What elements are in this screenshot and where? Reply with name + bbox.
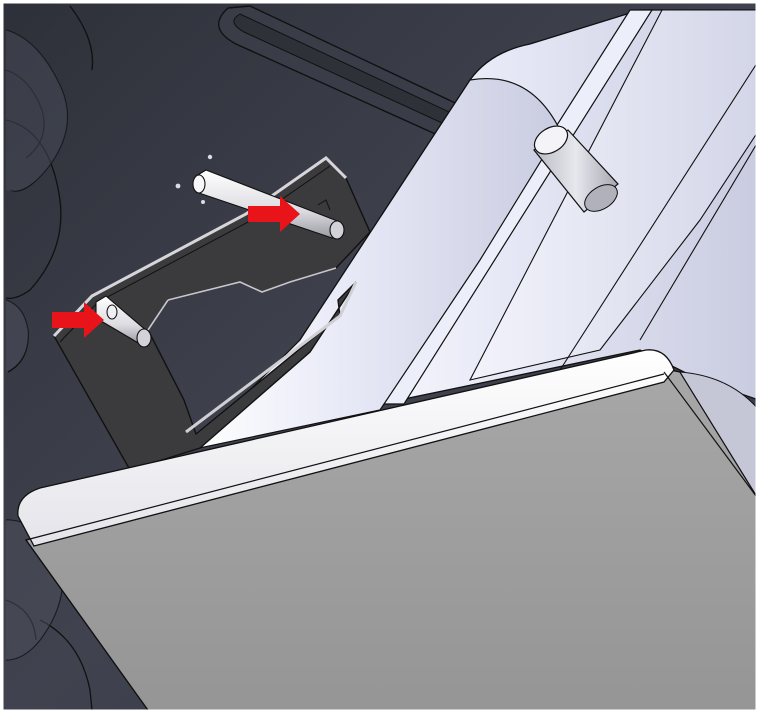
screw-marks bbox=[175, 154, 213, 204]
lower-roller bbox=[188, 78, 561, 452]
arrow-pin-left bbox=[52, 302, 104, 338]
arrow-pin-right bbox=[248, 196, 300, 232]
cover-plate bbox=[17, 349, 759, 713]
right-mounting-pin bbox=[192, 169, 345, 240]
housing-bump-highlight-2 bbox=[6, 300, 29, 372]
roller-plug bbox=[533, 125, 619, 213]
housing-bump-highlight bbox=[6, 30, 68, 192]
